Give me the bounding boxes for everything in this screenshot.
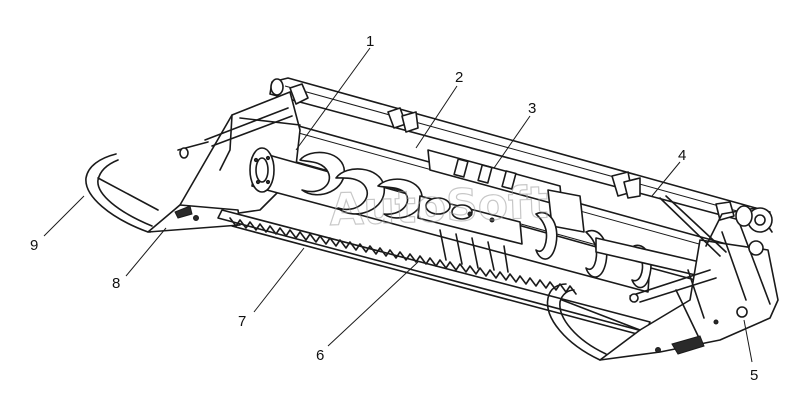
callout-1: 1 (366, 33, 374, 50)
callout-9: 9 (30, 237, 38, 254)
right-crop-lifter (546, 283, 641, 361)
auger-flights-left (299, 151, 423, 219)
leader-lines (43, 47, 753, 363)
callout-8: 8 (112, 275, 120, 292)
right-side-frame (599, 195, 779, 361)
callout-labels: 1 2 3 4 5 6 7 8 9 (30, 33, 758, 384)
callout-7: 7 (238, 313, 246, 330)
left-crop-lifter (85, 153, 159, 233)
callout-2: 2 (455, 69, 463, 86)
watermark-text: AutoSoft (329, 177, 549, 236)
callout-3: 3 (528, 100, 536, 117)
callout-6: 6 (316, 347, 324, 364)
callout-4: 4 (678, 147, 686, 164)
callout-5: 5 (750, 367, 758, 384)
finger-mechanism (417, 149, 585, 273)
left-side-frame (147, 91, 301, 233)
bar-clamps (289, 83, 735, 221)
